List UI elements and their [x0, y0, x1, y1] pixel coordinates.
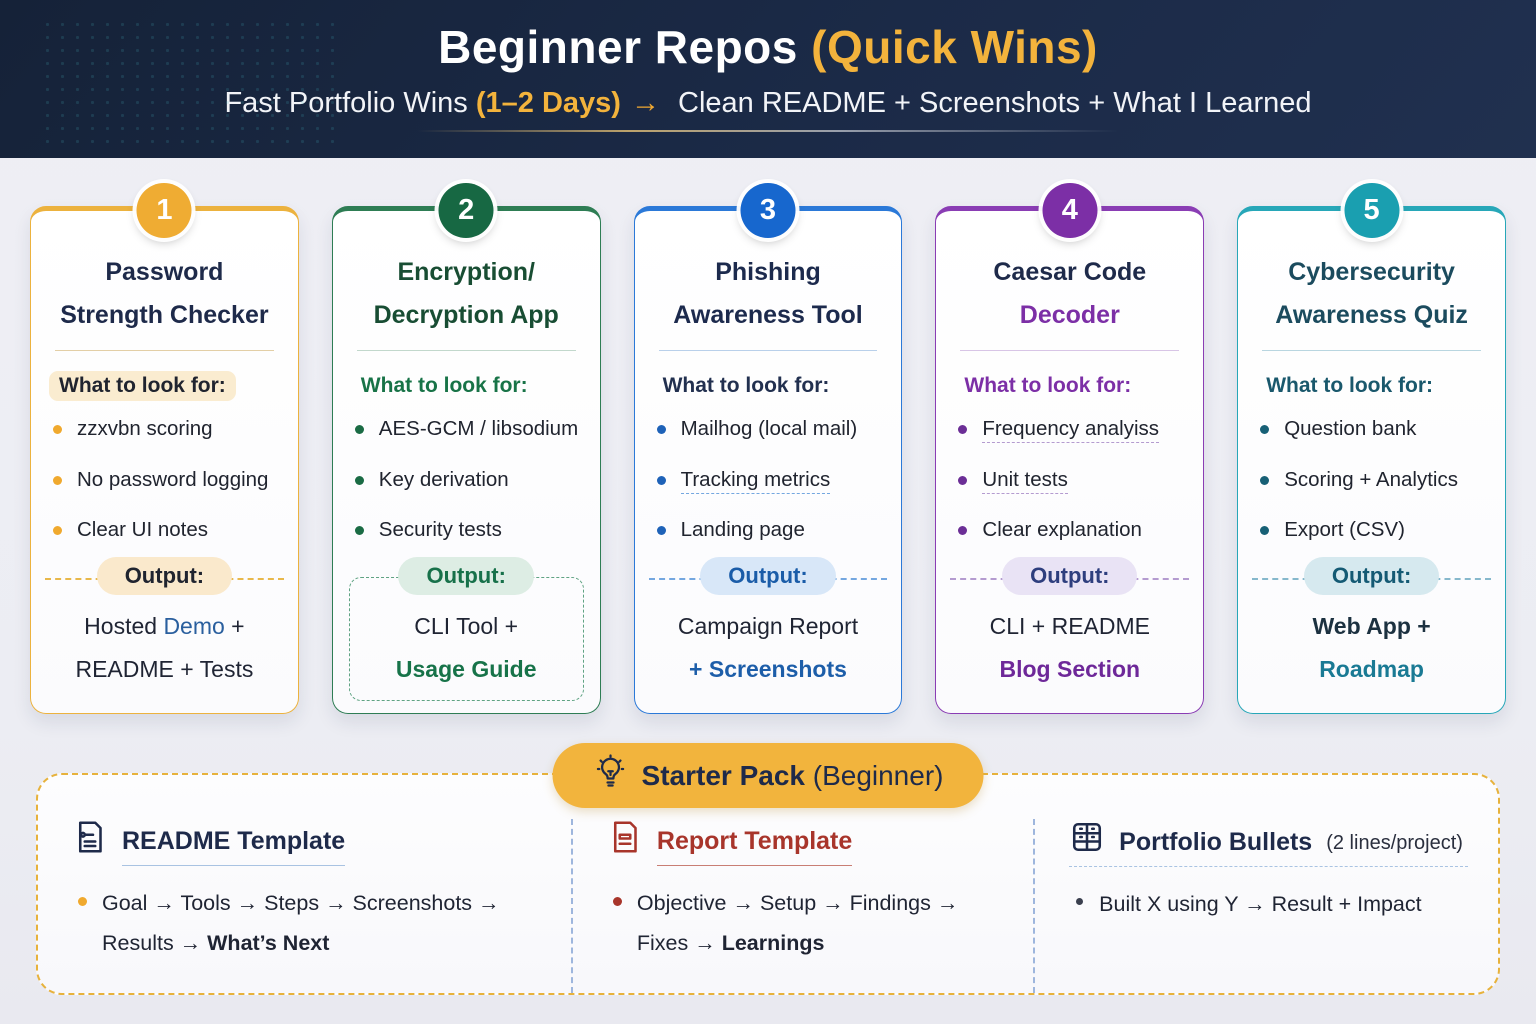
output-section: Output: CLI + README Blog Section: [950, 556, 1190, 697]
card-divider: [356, 350, 576, 351]
page-title-highlight: (Quick Wins): [811, 21, 1098, 73]
bullet-item: Question bank: [1258, 417, 1489, 442]
output-text-line1: Web App +: [1312, 612, 1431, 639]
project-card-password-strength-checker: 1 Password Strength Checker What to look…: [30, 183, 299, 714]
starter-pack-badge: Starter Pack (Beginner): [552, 743, 984, 808]
output-label-pill: Output:: [1002, 556, 1138, 595]
card-title: Encryption/ Decryption App: [373, 258, 559, 329]
grid-table-icon: [1069, 819, 1105, 860]
output-label-pill: Output:: [398, 556, 534, 595]
page-title: Beginner Repos (Quick Wins): [0, 0, 1536, 74]
bullet-item: Tracking metrics: [655, 467, 886, 494]
page-title-main: Beginner Repos: [438, 21, 812, 73]
starter-columns: README Template Goal → Tools → Steps → S…: [38, 775, 1498, 993]
output-label-pill: Output:: [1303, 556, 1440, 595]
bullet-list: Mailhog (local mail) Tracking metrics La…: [655, 417, 886, 543]
column-title: Report Template: [656, 827, 853, 866]
starter-column-portfolio-bullets: Portfolio Bullets (2 lines/project) Buil…: [1035, 819, 1498, 993]
output-text-line1: CLI Tool +: [414, 612, 519, 639]
starter-pack-section: Starter Pack (Beginner) README Template …: [36, 743, 1500, 995]
starter-column-report-template: Report Template Objective → Setup → Find…: [570, 819, 1036, 993]
flow-text: Goal → Tools → Steps → Screenshots → Res…: [72, 884, 541, 964]
subtitle: Fast Portfolio Wins (1–2 Days) → Clean RE…: [0, 87, 1536, 120]
subtitle-underline: [418, 130, 1118, 132]
output-text-line2: Roadmap: [1319, 655, 1424, 682]
project-card-phishing-awareness-tool: 3 Phishing Awareness Tool What to look f…: [633, 183, 903, 714]
starter-badge-suffix: (Beginner): [804, 759, 944, 791]
flow-text: Built X using Y → Result + Impact: [1069, 885, 1468, 925]
card-divider: [1262, 350, 1481, 351]
report-document-icon: [607, 819, 643, 860]
output-label-pill: Output:: [96, 556, 233, 595]
document-icon: [72, 819, 108, 860]
output-text-line2: Usage Guide: [395, 655, 537, 682]
bullet-item: No password logging: [51, 468, 282, 493]
bullet-item: Landing page: [655, 518, 886, 543]
column-heading: Portfolio Bullets (2 lines/project): [1069, 819, 1468, 867]
subtitle-suffix: Clean README + Screenshots + What I Lear…: [669, 87, 1312, 119]
output-section: Output: Hosted Demo + README + Tests: [45, 556, 284, 697]
starter-column-readme-template: README Template Goal → Tools → Steps → S…: [38, 819, 571, 993]
column-heading: Report Template: [607, 819, 853, 866]
card-title: Phishing Awareness Tool: [673, 258, 863, 329]
cards-row: 1 Password Strength Checker What to look…: [30, 158, 1506, 714]
output-section: Output: CLI Tool + Usage Guide: [347, 556, 586, 702]
bullet-item: Clear explanation: [956, 518, 1187, 543]
card-number-badge: 2: [438, 183, 494, 238]
card-number-badge: 4: [1042, 183, 1098, 238]
output-text-line2: README + Tests: [75, 655, 254, 682]
flow-text: Objective → Setup → Findings → Fixes → L…: [607, 884, 1003, 964]
bullet-item: Scoring + Analytics: [1258, 468, 1489, 493]
output-text-line1: Campaign Report: [677, 612, 859, 639]
project-card-cybersecurity-awareness-quiz: 5 Cybersecurity Awareness Quiz What to l…: [1237, 183, 1506, 714]
what-to-look-for-label: What to look for:: [1266, 374, 1433, 397]
bullet-list: Question bank Scoring + Analytics Export…: [1258, 417, 1489, 543]
project-card-caesar-code-decoder: 4 Caesar Code Decoder What to look for: …: [935, 183, 1205, 714]
card-number-badge: 1: [136, 183, 192, 238]
card-title: Cybersecurity Awareness Quiz: [1275, 258, 1468, 329]
output-section: Output: Web App + Roadmap: [1252, 556, 1491, 697]
project-card-encryption-decryption-app: 2 Encryption/ Decryption App What to loo…: [331, 183, 601, 714]
lightbulb-icon: [593, 754, 629, 797]
column-title: Portfolio Bullets: [1119, 828, 1313, 856]
arrow-icon: →: [630, 87, 660, 119]
header: Beginner Repos (Quick Wins) Fast Portfol…: [0, 0, 1536, 158]
output-label-pill: Output:: [700, 556, 836, 595]
bullet-item: zzxvbn scoring: [51, 417, 282, 442]
starter-badge-title: Starter Pack: [641, 759, 805, 791]
card-divider: [658, 350, 878, 351]
bullet-item: Frequency analyiss: [956, 417, 1187, 443]
column-title-suffix: (2 lines/project): [1326, 832, 1463, 854]
bullet-item: AES-GCM / libsodium: [353, 417, 584, 442]
card-divider: [55, 350, 274, 351]
bullet-list: AES-GCM / libsodium Key derivation Secur…: [353, 417, 584, 543]
bullet-list: zzxvbn scoring No password logging Clear…: [51, 417, 282, 543]
output-text-line1: Hosted Demo +: [84, 612, 245, 639]
what-to-look-for-label: What to look for:: [360, 374, 528, 397]
card-number-badge: 5: [1344, 183, 1400, 238]
what-to-look-for-label: What to look for:: [662, 374, 830, 397]
column-title: README Template: [122, 827, 346, 866]
bullet-item: Mailhog (local mail): [655, 417, 886, 442]
subtitle-highlight: (1–2 Days): [475, 87, 621, 119]
bullet-item: Key derivation: [353, 468, 584, 493]
bullet-item: Unit tests: [956, 467, 1187, 494]
what-to-look-for-label: What to look for:: [964, 374, 1132, 397]
column-heading: README Template: [72, 819, 346, 866]
card-divider: [960, 350, 1180, 351]
card-title: Caesar Code Decoder: [993, 258, 1147, 329]
bullet-item: Security tests: [353, 518, 584, 543]
output-section: Output: Campaign Report + Screenshots: [648, 556, 888, 697]
bullet-list: Frequency analyiss Unit tests Clear expl…: [956, 417, 1187, 543]
bullet-item: Clear UI notes: [51, 518, 282, 543]
what-to-look-for-label: What to look for:: [49, 371, 236, 401]
card-title: Password Strength Checker: [60, 258, 269, 329]
bullet-item: Export (CSV): [1258, 518, 1489, 543]
subtitle-prefix: Fast Portfolio Wins: [224, 87, 476, 119]
output-text-line2: + Screenshots: [689, 655, 847, 682]
card-number-badge: 3: [740, 183, 796, 238]
output-text-line1: CLI + README: [989, 612, 1150, 639]
output-text-line2: Blog Section: [999, 655, 1141, 682]
